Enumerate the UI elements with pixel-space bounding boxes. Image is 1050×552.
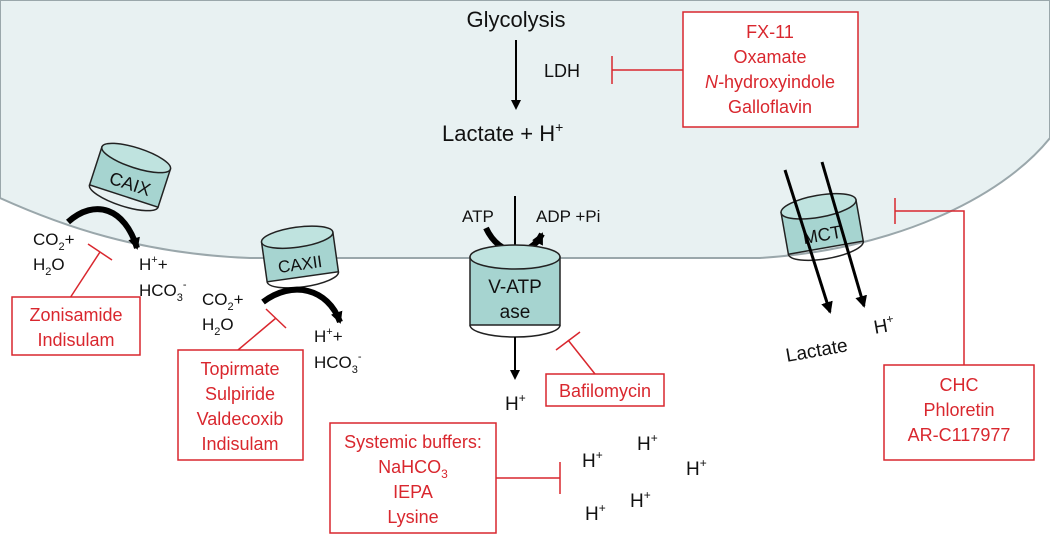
- caix-co2: CO2+: [33, 230, 75, 253]
- buffers-box: [329, 422, 497, 534]
- mct-inhibitors-box: [883, 364, 1035, 461]
- extracellular-proton-4: H+: [630, 488, 651, 512]
- caix-hco3: HCO3-: [139, 279, 187, 304]
- vatpase-label-1: V-ATP: [488, 277, 542, 298]
- vatpase-label-2: ase: [500, 302, 531, 323]
- mct-proton-label: H+: [872, 312, 897, 339]
- buffer-nahco3: NaHCO3: [378, 457, 448, 481]
- caxii-inhibitor-2: Sulpiride: [205, 384, 275, 404]
- ldh-inhibitors-box: [682, 11, 859, 128]
- ldh-inhibitor-3: N-hydroxyindole: [705, 72, 835, 92]
- caxii-transporter: [260, 225, 340, 289]
- caix-transporter: [88, 142, 172, 212]
- ldh-inhibitor-2: Oxamate: [733, 47, 806, 67]
- caxii-inhibition-bar: [265, 308, 287, 329]
- ldh-inhibitor-1: FX-11: [746, 22, 794, 42]
- glycolysis-label: Glycolysis: [466, 7, 565, 32]
- caix-inhibition-line: [69, 251, 101, 299]
- mct-inhibitor-2: Phloretin: [923, 400, 994, 420]
- buffer-lysine: Lysine: [387, 507, 438, 527]
- vatpase-inhibition-bar: [555, 331, 581, 351]
- buffers-title: Systemic buffers:: [344, 432, 482, 452]
- ldh-inhibitor-3-main: hydroxyindole: [724, 72, 835, 92]
- ldh-inhibitor-4: Galloflavin: [728, 97, 812, 117]
- caxii-inhibitor-4: Indisulam: [201, 434, 278, 454]
- caxii-h2o: H2O: [202, 315, 234, 338]
- ldh-label: LDH: [544, 61, 580, 81]
- caix-inhibitors-box: [11, 296, 141, 356]
- mct-inhibition-line: [895, 210, 965, 365]
- mct-inhibitor-3: AR-C117977: [908, 425, 1011, 445]
- caxii-inhibition-line: [237, 317, 277, 351]
- lactate-h-label: Lactate + H+: [442, 119, 563, 146]
- caix-inhibition-bar: [87, 243, 113, 261]
- caix-inhibitor-1: Zonisamide: [29, 305, 122, 325]
- mct-proton-arrow: [820, 161, 867, 308]
- caix-h-plus: H++: [139, 254, 168, 274]
- extracellular-proton-5: H+: [585, 501, 606, 525]
- mct-lactate-arrow: [783, 169, 833, 314]
- ldh-inhibitor-3-prefix: N-: [705, 72, 724, 92]
- caxii-h-plus: H++: [314, 326, 343, 346]
- caxii-reaction-arrow: [261, 286, 343, 324]
- vatpase-inhibition-line: [567, 339, 596, 375]
- buffer-iepa: IEPA: [393, 482, 433, 502]
- mct-inhibitor-1: CHC: [940, 375, 979, 395]
- extracellular-proton-3: H+: [686, 456, 707, 480]
- mct-lactate-label: Lactate: [784, 335, 849, 367]
- extracellular-proton-2: H+: [637, 431, 658, 455]
- vatpase-inhibitor: Bafilomycin: [559, 381, 651, 401]
- caxii-inhibitors-box: [177, 349, 304, 461]
- caxii-co2: CO2+: [202, 290, 244, 313]
- caix-inhibitor-2: Indisulam: [37, 330, 114, 350]
- caxii-inhibitor-3: Valdecoxib: [197, 409, 284, 429]
- caxii-hco3: HCO3-: [314, 351, 362, 376]
- caix-h2o: H2O: [33, 255, 65, 278]
- atp-label: ATP: [462, 207, 494, 226]
- caix-reaction-arrow: [66, 206, 140, 250]
- vatpase-inhibitor-box: [545, 373, 665, 407]
- vatpase-proton: H+: [505, 391, 526, 415]
- extracellular-proton-1: H+: [582, 448, 603, 472]
- lactate-h-text: Lactate + H: [442, 121, 555, 146]
- vatpase-transporter: [469, 244, 561, 338]
- adp-pi-label: ADP +Pi: [536, 207, 600, 226]
- caxii-inhibitor-1: Topirmate: [200, 359, 279, 379]
- lactate-h-sup: +: [555, 119, 563, 135]
